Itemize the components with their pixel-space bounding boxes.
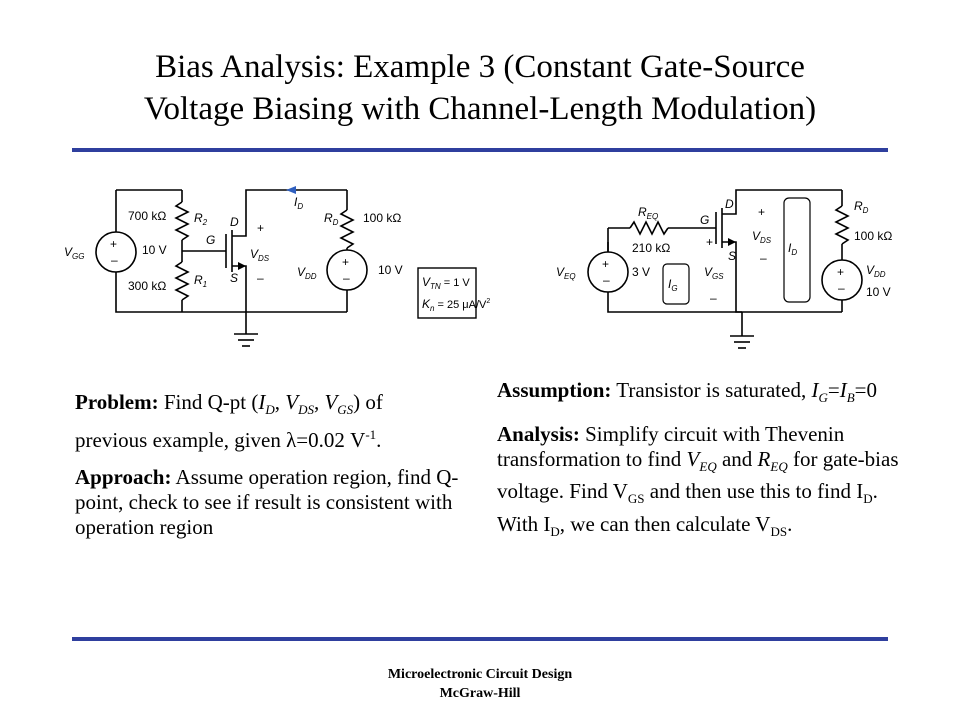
- r1-value: 300 kΩ: [128, 279, 166, 293]
- r2-label: R2: [194, 211, 208, 227]
- veq-plus: +: [602, 257, 609, 271]
- drain-label: D: [725, 197, 734, 211]
- vdd-label: VDD: [866, 263, 886, 279]
- vdd-minus: –: [838, 281, 845, 295]
- analysis-paragraph: Analysis: Simplify circuit with Thevenin…: [497, 422, 899, 539]
- veq-label: VEQ: [556, 265, 576, 281]
- vgs-plus: +: [706, 235, 713, 249]
- veq-minus: –: [603, 273, 610, 287]
- vdd-value: 10 V: [866, 285, 891, 299]
- drain-label: D: [230, 215, 239, 229]
- rd-label: RD: [324, 211, 339, 227]
- assumption-paragraph: Assumption: Transistor is saturated, IG=…: [497, 378, 877, 406]
- req-label: REQ: [638, 205, 658, 221]
- footer-book-title: Microelectronic Circuit Design: [387, 667, 573, 682]
- title-line-1: Bias Analysis: Example 3 (Constant Gate-…: [155, 49, 805, 85]
- vdd-value: 10 V: [378, 263, 403, 277]
- r1-label: R1: [194, 273, 207, 289]
- title-line-2: Voltage Biasing with Channel-Length Modu…: [143, 91, 817, 127]
- vgs-label: VGS: [704, 265, 724, 281]
- left-column: Problem: Find Q-pt (ID, VDS, VGS) of pre…: [75, 390, 460, 552]
- vds-label: VDS: [752, 229, 772, 245]
- id-label: ID: [294, 195, 303, 211]
- vtn-param: VTN = 1 V: [422, 275, 470, 291]
- veq-value: 3 V: [632, 265, 650, 279]
- vds-minus: –: [257, 271, 264, 285]
- vgg-label: VGG: [64, 245, 84, 261]
- vds-minus: –: [760, 251, 767, 265]
- kn-param: Kn = 25 μA/V2: [422, 297, 490, 313]
- footer: Microelectronic Circuit Design McGraw-Hi…: [0, 665, 960, 703]
- bottom-divider: [72, 637, 888, 641]
- problem-paragraph: Problem: Find Q-pt (ID, VDS, VGS) of pre…: [75, 390, 383, 453]
- vdd-label: VDD: [297, 265, 317, 281]
- r2-value: 700 kΩ: [128, 209, 166, 223]
- circuit-diagram-1: + – VGG 700 kΩ 300 kΩ 10 V R2 R1 G D S +…: [64, 186, 490, 347]
- vgs-minus: –: [710, 291, 717, 305]
- gate-label: G: [206, 233, 215, 247]
- vgg-value: 10 V: [142, 243, 167, 257]
- source-label: S: [230, 271, 238, 285]
- rd-value: 100 kΩ: [854, 229, 892, 243]
- vds-label: VDS: [250, 247, 270, 263]
- vgg-plus: +: [110, 237, 117, 251]
- footer-publisher: McGraw-Hill: [439, 686, 521, 701]
- vdd-plus: +: [837, 265, 844, 279]
- vdd-minus: –: [343, 271, 350, 285]
- slide-title: Bias Analysis: Example 3 (Constant Gate-…: [40, 46, 920, 130]
- top-divider: [72, 148, 888, 152]
- id-label: ID: [788, 241, 797, 257]
- gate-label: G: [700, 213, 709, 227]
- rd-label: RD: [854, 199, 869, 215]
- right-column: Assumption: Transistor is saturated, IG=…: [497, 378, 912, 556]
- circuit-diagram-2: + – VEQ REQ 210 kΩ 3 V G D S + – VGS + –…: [556, 189, 892, 349]
- vds-plus: +: [257, 221, 264, 235]
- ig-label: IG: [668, 277, 678, 293]
- vdd-plus: +: [342, 255, 349, 269]
- vgg-minus: –: [111, 253, 118, 267]
- source-label: S: [728, 249, 736, 263]
- vds-plus: +: [758, 205, 765, 219]
- approach-paragraph: Approach: Assume operation region, find …: [75, 465, 459, 540]
- rd-value: 100 kΩ: [363, 211, 401, 225]
- req-value: 210 kΩ: [632, 241, 670, 255]
